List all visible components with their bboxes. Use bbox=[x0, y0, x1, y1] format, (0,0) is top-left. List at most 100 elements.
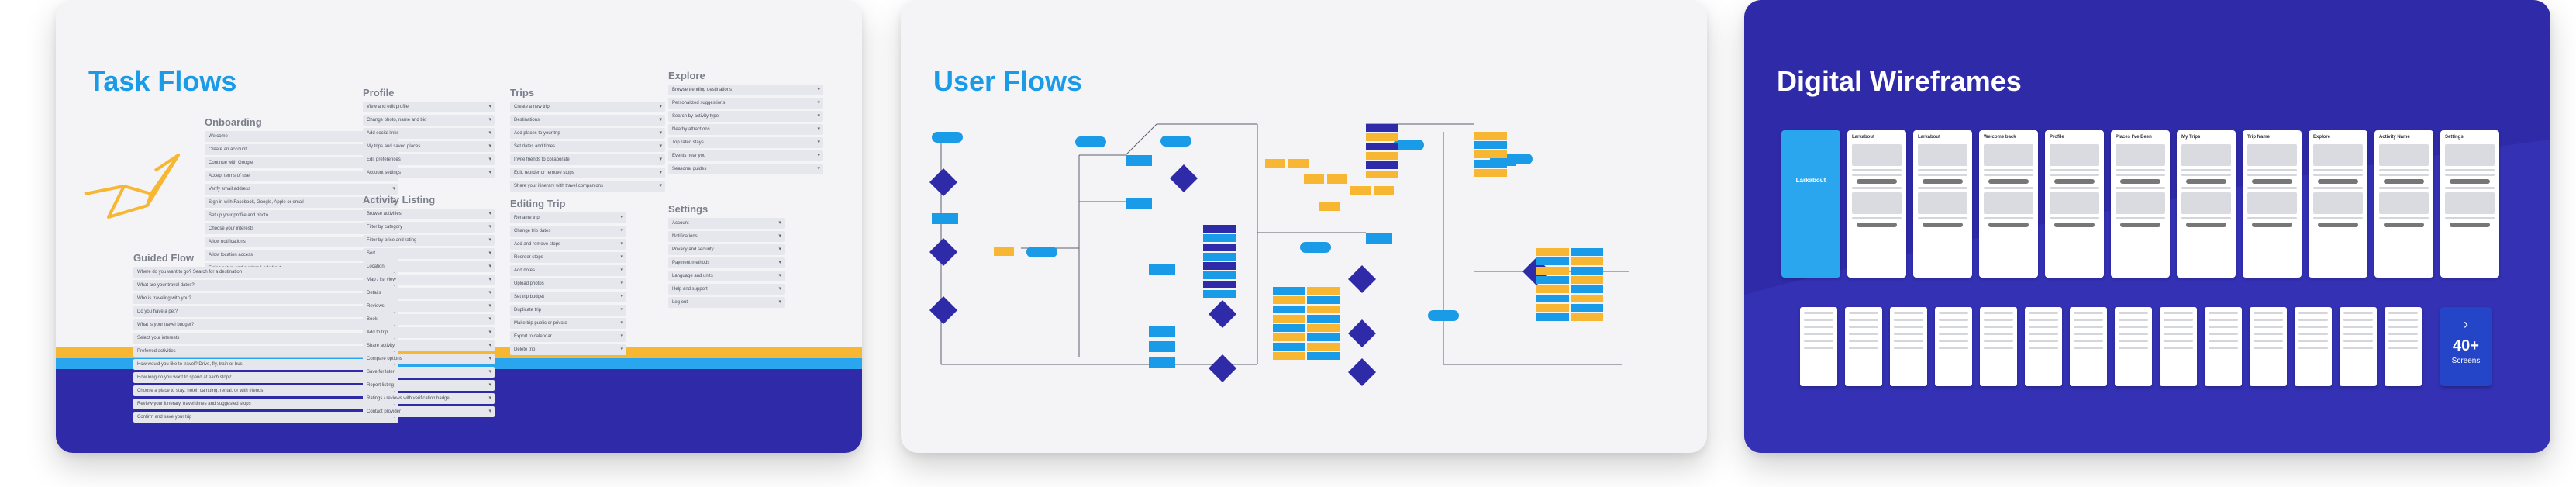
flow-grid-cell bbox=[1571, 285, 1603, 293]
image-placeholder bbox=[2116, 192, 2165, 214]
image-placeholder bbox=[2379, 144, 2429, 166]
task-item: Add to trip bbox=[363, 327, 495, 338]
text-placeholder bbox=[2050, 169, 2099, 171]
settings-section: Settings AccountNotificationsPrivacy and… bbox=[668, 203, 785, 310]
wireframe-screen: Settings bbox=[2440, 130, 2499, 278]
text-placeholder bbox=[1804, 319, 1833, 321]
flow-step bbox=[932, 213, 958, 224]
text-placeholder bbox=[1849, 347, 1878, 349]
image-placeholder bbox=[2181, 144, 2231, 166]
text-placeholder bbox=[2029, 326, 2058, 328]
text-placeholder bbox=[2379, 187, 2429, 189]
flow-grid-cell bbox=[1307, 287, 1340, 295]
image-placeholder bbox=[2050, 144, 2099, 166]
task-item: Share activity bbox=[363, 340, 495, 351]
flow-connector bbox=[1125, 123, 1157, 156]
text-placeholder bbox=[1849, 333, 1878, 335]
flow-grid-cell bbox=[1203, 244, 1236, 251]
mini-wireframe-screen bbox=[2385, 307, 2422, 386]
screen-count: 40+ bbox=[2453, 337, 2479, 354]
task-item: Location bbox=[363, 261, 495, 272]
wireframe-screen: Activity Name bbox=[2374, 130, 2433, 278]
text-placeholder bbox=[1984, 347, 2013, 349]
flow-pill bbox=[1075, 136, 1106, 147]
text-placeholder bbox=[1984, 174, 2033, 176]
flow-step bbox=[1126, 198, 1152, 209]
screen-title: Larkabout bbox=[1795, 177, 1826, 184]
text-placeholder bbox=[2181, 187, 2231, 189]
text-placeholder bbox=[2388, 312, 2418, 314]
flow-grid-cell bbox=[1366, 161, 1398, 169]
text-placeholder bbox=[2116, 217, 2165, 219]
flow-grid-cell bbox=[1571, 257, 1603, 265]
task-item: Help and support bbox=[668, 284, 785, 295]
flow-decision bbox=[1348, 265, 1376, 293]
flow-grid-cell bbox=[1366, 124, 1398, 132]
flow-grid-cell bbox=[1307, 333, 1340, 341]
task-item: Payment methods bbox=[668, 257, 785, 268]
text-placeholder bbox=[1894, 333, 1923, 335]
wireframe-screen: Welcome back bbox=[1979, 130, 2038, 278]
flow-grid-cell bbox=[1203, 234, 1236, 242]
flow-step bbox=[1149, 264, 1175, 275]
screen-title: Activity Name bbox=[2379, 135, 2410, 140]
mini-wireframe-screen bbox=[2160, 307, 2197, 386]
section-title: Onboarding bbox=[205, 116, 262, 128]
mini-wireframe-screen bbox=[2205, 307, 2242, 386]
task-item: Do you have a pet? bbox=[133, 306, 398, 317]
text-placeholder bbox=[2254, 333, 2283, 335]
text-placeholder bbox=[1939, 326, 1968, 328]
mini-wireframe-screen bbox=[2250, 307, 2287, 386]
text-placeholder bbox=[1849, 319, 1878, 321]
flow-grid-cell bbox=[1366, 143, 1398, 150]
flow-grid-cell bbox=[1307, 315, 1340, 323]
flow-step bbox=[1149, 326, 1175, 337]
text-placeholder bbox=[1984, 312, 2013, 314]
flow-decision bbox=[929, 296, 957, 324]
flow-grid-cell bbox=[1307, 352, 1340, 360]
text-placeholder bbox=[2074, 340, 2103, 342]
text-placeholder bbox=[2379, 169, 2429, 171]
text-placeholder bbox=[2313, 174, 2363, 176]
flow-grid-cell bbox=[1366, 171, 1398, 178]
text-placeholder bbox=[2343, 319, 2373, 321]
flow-step bbox=[1149, 341, 1175, 352]
flow-grid-cell bbox=[1203, 271, 1236, 279]
text-placeholder bbox=[2209, 326, 2238, 328]
text-placeholder bbox=[2119, 312, 2148, 314]
button-placeholder bbox=[1988, 179, 2029, 184]
text-placeholder bbox=[1852, 174, 1902, 176]
text-placeholder bbox=[2313, 217, 2363, 219]
flow-pill bbox=[1300, 242, 1331, 253]
task-flows-title: Task Flows bbox=[88, 65, 237, 97]
flow-pill bbox=[932, 132, 963, 143]
mini-wireframe-screen bbox=[1845, 307, 1882, 386]
section-title: Explore bbox=[668, 70, 705, 81]
text-placeholder bbox=[1894, 312, 1923, 314]
task-item: Select your interests bbox=[133, 333, 398, 344]
task-item: Where do you want to go? Search for a de… bbox=[133, 267, 398, 278]
task-item: Filter by category bbox=[363, 222, 495, 233]
wireframe-screen: My Trips bbox=[2177, 130, 2236, 278]
flow-step-alt bbox=[1265, 159, 1285, 168]
task-item: Add and remove stops bbox=[510, 239, 626, 250]
text-placeholder bbox=[2388, 340, 2418, 342]
flow-step-alt bbox=[1374, 186, 1394, 195]
wireframe-screen: Places I've Been bbox=[2111, 130, 2170, 278]
flow-grid-cell bbox=[1273, 296, 1305, 304]
task-item: My trips and saved places bbox=[363, 141, 495, 152]
flow-grid-cell bbox=[1273, 343, 1305, 351]
text-placeholder bbox=[2029, 312, 2058, 314]
task-item: Ratings / reviews with verification badg… bbox=[363, 393, 495, 404]
mini-wireframe-screen bbox=[2115, 307, 2152, 386]
text-placeholder bbox=[2445, 174, 2495, 176]
flow-grid-cell bbox=[1366, 133, 1398, 141]
text-placeholder bbox=[2298, 319, 2328, 321]
text-placeholder bbox=[2116, 187, 2165, 189]
text-placeholder bbox=[2313, 169, 2363, 171]
task-item: Duplicate trip bbox=[510, 305, 626, 316]
flow-grid-cell bbox=[1203, 225, 1236, 233]
flow-grid-cell bbox=[1203, 253, 1236, 261]
screen-title: Welcome back bbox=[1984, 135, 2016, 140]
